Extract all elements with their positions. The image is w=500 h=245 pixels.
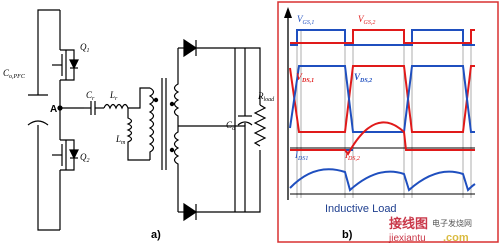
co-label: Co [226, 120, 235, 132]
rload-label: Rload [257, 91, 275, 103]
secondary-dot-1 [169, 101, 175, 107]
waveform-frame [277, 1, 499, 243]
load-resistor [253, 104, 267, 147]
watermark-domain: jiexiantu [388, 233, 426, 244]
watermark: 接线图 电子发烧网 jiexiantu .com [388, 216, 472, 244]
primary-dot [153, 97, 159, 103]
lm-label: Lm [115, 134, 126, 146]
circuit-labels: Co,PFC A Q1 Q2 Cr Lr Lm Co Rload a) [3, 42, 275, 241]
resonant-inductor [103, 87, 150, 110]
waveform-labels: VGS,1 VGS,2 VDS,1 VDS,2 IDS1 IDS,2 Induc… [294, 14, 397, 241]
vgs1-label: VGS,1 [297, 14, 314, 26]
lr-label: Lr [109, 90, 118, 102]
cin-label: Co,PFC [3, 68, 26, 80]
output-capacitor [237, 48, 253, 126]
cr-label: Cr [86, 90, 95, 102]
node-a-dot [57, 105, 63, 111]
ids1-label: IDS1 [294, 150, 308, 162]
watermark-cn-small: 电子发烧网 [432, 218, 472, 228]
ids2-trace [290, 121, 475, 156]
output-rails [178, 47, 261, 213]
primary-winding [148, 87, 155, 160]
vgs1-trace [290, 29, 475, 46]
ids2-label: IDS,2 [344, 150, 360, 162]
inductive-load-label: Inductive Load [325, 203, 397, 215]
watermark-dotcom: .com [443, 232, 469, 244]
llc-circuit [27, 9, 267, 231]
vds1-label: VDS,1 [296, 72, 314, 84]
vds1-trace [289, 65, 475, 133]
q1-mosfet [52, 49, 79, 81]
caption-a: a) [151, 229, 161, 241]
input-capacitor [27, 94, 49, 126]
watermark-cn: 接线图 [389, 216, 428, 231]
node-a-label: A [50, 104, 57, 115]
resonant-current-trace [289, 168, 476, 192]
resonant-capacitor [84, 101, 104, 115]
vds2-label: VDS,2 [354, 72, 372, 84]
q1-label: Q1 [80, 42, 90, 54]
secondary-winding-bottom [173, 126, 180, 212]
magnetizing-inductor [126, 108, 150, 161]
rectifier-diode-bottom [178, 202, 235, 222]
q2-label: Q2 [80, 152, 90, 164]
vgs2-label: VGS,2 [358, 14, 375, 26]
q2-mosfet [52, 139, 79, 171]
secondary-dot-2 [169, 147, 175, 153]
caption-b: b) [342, 229, 353, 241]
input-bus-wire [37, 9, 60, 231]
vgs2-trace [290, 29, 475, 44]
secondary-winding-top [173, 48, 180, 126]
rectifier-diode-top [178, 38, 235, 58]
time-axis [284, 7, 292, 200]
